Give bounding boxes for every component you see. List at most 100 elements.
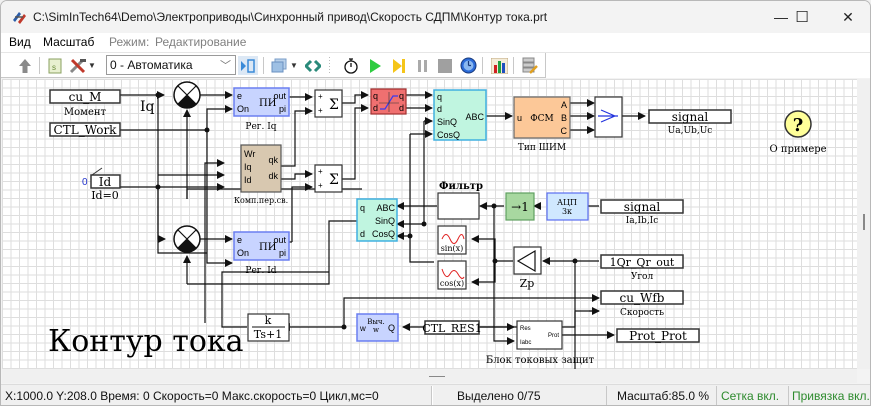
chevron-down-icon: ﹀ [220,60,231,72]
layers-button[interactable] [269,56,289,75]
vscroll-thumb[interactable] [863,214,865,230]
block-id-input[interactable]: 0 Id Id=0 [82,167,121,202]
adc-label-2: 3к [562,207,572,216]
comp-in-wr: Wr [244,149,255,159]
horizontal-scrollbar[interactable] [2,369,857,383]
comparator-1[interactable] [173,81,201,109]
pi-id-caption: Рег. Id [245,266,276,276]
sum2-plus-2: + [318,181,323,190]
about-button[interactable]: ? О примере [769,110,827,155]
mode-value: Редактирование [155,35,247,49]
tf-denominator: Ts+1 [254,328,282,341]
vertical-scrollbar[interactable] [857,79,870,369]
fit-button[interactable] [238,56,258,75]
block-abc-dq[interactable]: q d ABC SinQ CosQ [356,198,398,242]
block-gain-zp[interactable]: Zp [513,246,542,290]
diagram-canvas[interactable]: cu_M Момент Iq CTL_Work 0 Id Id=0 [2,79,857,369]
block-calc-w[interactable]: w Выч. w Q [356,313,399,342]
stopwatch-button[interactable] [341,56,361,75]
filter-caption: Фильтр [439,181,483,192]
pause-icon [418,59,427,72]
prot-caption: Блок токовых защит [486,355,595,366]
limiter-out-d: d [399,103,404,113]
block-comp[interactable]: Wr Iq Id qk dk Комп.пер.св. [234,144,288,205]
comp-caption: Комп.пер.св. [234,196,288,205]
hscroll-thumb[interactable] [429,376,445,377]
block-ctl-work[interactable]: CTL_Work [49,122,121,137]
dq-abc-in-d: d [437,104,442,114]
block-ctl-res[interactable]: CTL_RES1 [422,320,482,335]
step-button[interactable] [389,56,409,75]
block-signal-out[interactable]: signal Ua,Ub,Uc [648,109,732,136]
block-fsm[interactable]: u ФСМ A B C Тип ШИМ [513,96,571,153]
pi-iq-out: out [273,91,286,101]
tools-button[interactable] [68,56,88,75]
edit-db-button[interactable] [519,56,539,75]
block-mux[interactable] [594,96,623,138]
block-to-1[interactable]: →1 [505,192,535,221]
up-button[interactable] [15,56,35,75]
ctl-res-label: CTL_RES1 [422,322,481,335]
signal-in-label: signal [624,200,661,214]
prot-in-res: Res [520,326,531,332]
block-cu-m[interactable]: cu_M Момент [49,89,121,118]
fsm-out-a: A [561,100,567,110]
chart-button[interactable] [489,56,509,75]
menu-item-view[interactable]: Вид [9,35,31,49]
block-sum-2[interactable]: + + Σ [314,164,343,193]
tools-dropdown-arrow[interactable]: ▼ [88,61,96,70]
abc-dq-out-q: q [360,203,365,213]
to1-label: →1 [511,200,529,214]
block-dq-abc[interactable]: q d SinQ CosQ ABC [433,89,487,141]
block-cos[interactable]: cos(x) [437,260,467,290]
cu-m-label: cu_M [69,90,102,104]
block-sum-1[interactable]: + + Σ [314,89,343,118]
calc-w-out: Q [388,323,395,333]
comparator-2[interactable] [173,225,201,253]
pi-id-in-e: e [237,235,242,245]
pause-button[interactable] [413,56,433,75]
minimize-button[interactable]: — [758,1,804,33]
status-snap[interactable]: Привязка вкл. [792,389,870,403]
calc-w-in: w [359,324,366,333]
block-adc[interactable]: АЦП 3к [546,192,589,221]
limiter-in-d: d [373,103,378,113]
maximize-button[interactable]: ☐ [779,1,825,33]
limiter-out-q: q [399,91,404,101]
block-pi-iq[interactable]: e On ПИ out pi Рег. Iq [233,87,290,132]
fsm-caption: Тип ШИМ [518,143,566,153]
close-button[interactable]: ✕ [825,1,870,33]
diagram-svg: cu_M Момент Iq CTL_Work 0 Id Id=0 [48,81,827,369]
gain-triangle-icon [516,249,536,273]
block-speed[interactable]: cu_Wfb Скорость [600,290,684,318]
stop-icon [438,58,452,73]
pi-iq-title: ПИ [259,98,277,109]
mode-combobox[interactable]: 0 - Автоматика ﹀ [106,55,236,75]
step-icon [393,58,405,73]
block-protection[interactable]: Res Iabc Prot Блок токовых защит [486,320,595,366]
simintech-logo-icon [13,12,26,24]
run-button[interactable] [365,56,385,75]
block-prot-out[interactable]: Prot_Prot [616,328,700,343]
block-angle[interactable]: 1Qr_Qr_out Угол [600,254,684,282]
block-pi-id[interactable]: e On ПИ out pi Рег. Id [233,231,290,276]
tools-icon [69,58,86,73]
abc-dq-in-cosq: CosQ [372,229,395,239]
block-filter[interactable]: Фильтр [437,181,483,220]
window-title: C:\SimInTech64\Demo\Электроприводы\Синхр… [33,10,548,24]
timer-button[interactable] [458,56,478,75]
block-limiter[interactable]: q d q d [370,88,407,115]
block-transfer-function[interactable]: k Ts+1 [247,313,290,342]
link-button[interactable] [303,56,323,75]
layers-dropdown-arrow[interactable]: ▼ [290,61,298,70]
status-grid[interactable]: Сетка вкл. [721,389,780,403]
stop-button[interactable] [435,56,455,75]
fsm-in-u: u [517,113,522,123]
script-button[interactable]: s [45,56,65,75]
pi-id-title: ПИ [259,242,277,253]
block-sin[interactable]: sin(x) [437,225,467,255]
menu-item-scale[interactable]: Масштаб [43,35,95,49]
prot-in-iabc: Iabc [520,340,531,346]
block-signal-in[interactable]: signal Ia,Ib,Ic [600,199,684,226]
